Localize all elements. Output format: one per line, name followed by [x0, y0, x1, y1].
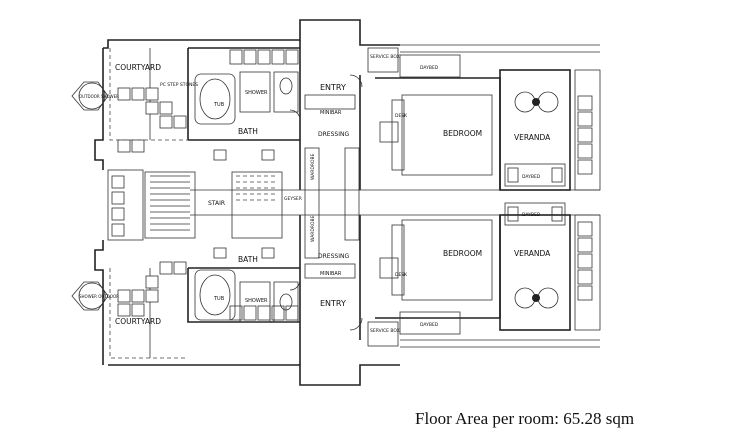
label-minibar-bottom: MINIBAR [320, 271, 342, 277]
label-bedroom-top: BEDROOM [443, 129, 482, 138]
bedroom-bottom [375, 215, 501, 319]
veranda-top [499, 69, 601, 191]
label-tub-bottom: TUB [213, 296, 225, 302]
label-daybed-service-bottom: DAYBED [420, 322, 439, 328]
label-bedroom-bottom: BEDROOM [443, 249, 482, 258]
label-wardrobe-bottom: WARDROBE [310, 215, 316, 242]
label-shower-bottom: SHOWER [245, 298, 268, 304]
outdoor-shower-bottom [71, 281, 109, 311]
label-service-box-bottom: SERVICE BOX [370, 328, 400, 334]
daybed-service-top [367, 47, 461, 78]
wardrobe-units [304, 94, 360, 279]
outer-walls [94, 19, 400, 386]
label-tub-top: TUB [213, 102, 225, 108]
label-minibar-top: MINIBAR [320, 110, 342, 116]
label-dressing-bottom: DRESSING [318, 253, 349, 260]
bath-cabinets-top [229, 49, 299, 65]
label-dressing-top: DRESSING [318, 131, 349, 138]
daybed-service-bottom [367, 311, 461, 347]
label-veranda-bottom: VERANDA [514, 249, 551, 258]
vanity-bottom [213, 247, 275, 259]
label-daybed-service-top: DAYBED [420, 65, 439, 71]
veranda-bottom [499, 202, 601, 331]
vanity-top [213, 149, 275, 161]
label-outdoor-shower: OUTDOOR SHOWER [79, 94, 119, 99]
stepping-stones-top [117, 87, 187, 153]
floor-area-caption: Floor Area per room: 65.28 sqm [415, 409, 635, 428]
shower-bottom [239, 281, 299, 323]
shower-top [239, 71, 299, 113]
label-step-stones: PC STEP STONES [160, 82, 198, 88]
label-geyser: GEYSER [284, 196, 302, 202]
veranda-rail-bottom [400, 339, 600, 348]
tub-bottom-icon [194, 269, 236, 321]
label-daybed-veranda-bottom: DAYBED [522, 212, 541, 218]
label-service-box-top: SERVICE BOX [370, 54, 400, 60]
label-courtyard-bottom: COURTYARD [115, 317, 161, 326]
veranda-rail-top [400, 44, 600, 53]
label-desk-bottom: DESK [395, 272, 408, 278]
label-courtyard-top: COURTYARD [115, 63, 161, 72]
label-veranda-top: VERANDA [514, 133, 551, 142]
label-bath-top: BATH [238, 127, 258, 136]
label-stair: STAIR [208, 200, 225, 207]
center-corridor [190, 189, 600, 216]
label-bath-bottom: BATH [238, 255, 258, 264]
door-swings [289, 74, 363, 331]
stepping-stones-bottom [117, 261, 187, 317]
stair-core [107, 169, 283, 241]
label-daybed-veranda-top: DAYBED [522, 174, 541, 180]
bath-cabinets-bottom [229, 305, 299, 321]
label-entry-bottom: ENTRY [320, 299, 346, 308]
outdoor-shower-top [71, 81, 109, 111]
label-shower-outdoor: SHOWER OUTDOOR [79, 294, 119, 299]
label-desk-top: DESK [395, 113, 408, 119]
label-entry-top: ENTRY [320, 83, 346, 92]
room-labels: COURTYARD COURTYARD OUTDOOR SHOWER SHOWE… [79, 54, 551, 334]
label-wardrobe-top: WARDROBE [310, 153, 316, 180]
tub-top-icon [194, 73, 236, 125]
label-shower-top: SHOWER [245, 90, 268, 96]
